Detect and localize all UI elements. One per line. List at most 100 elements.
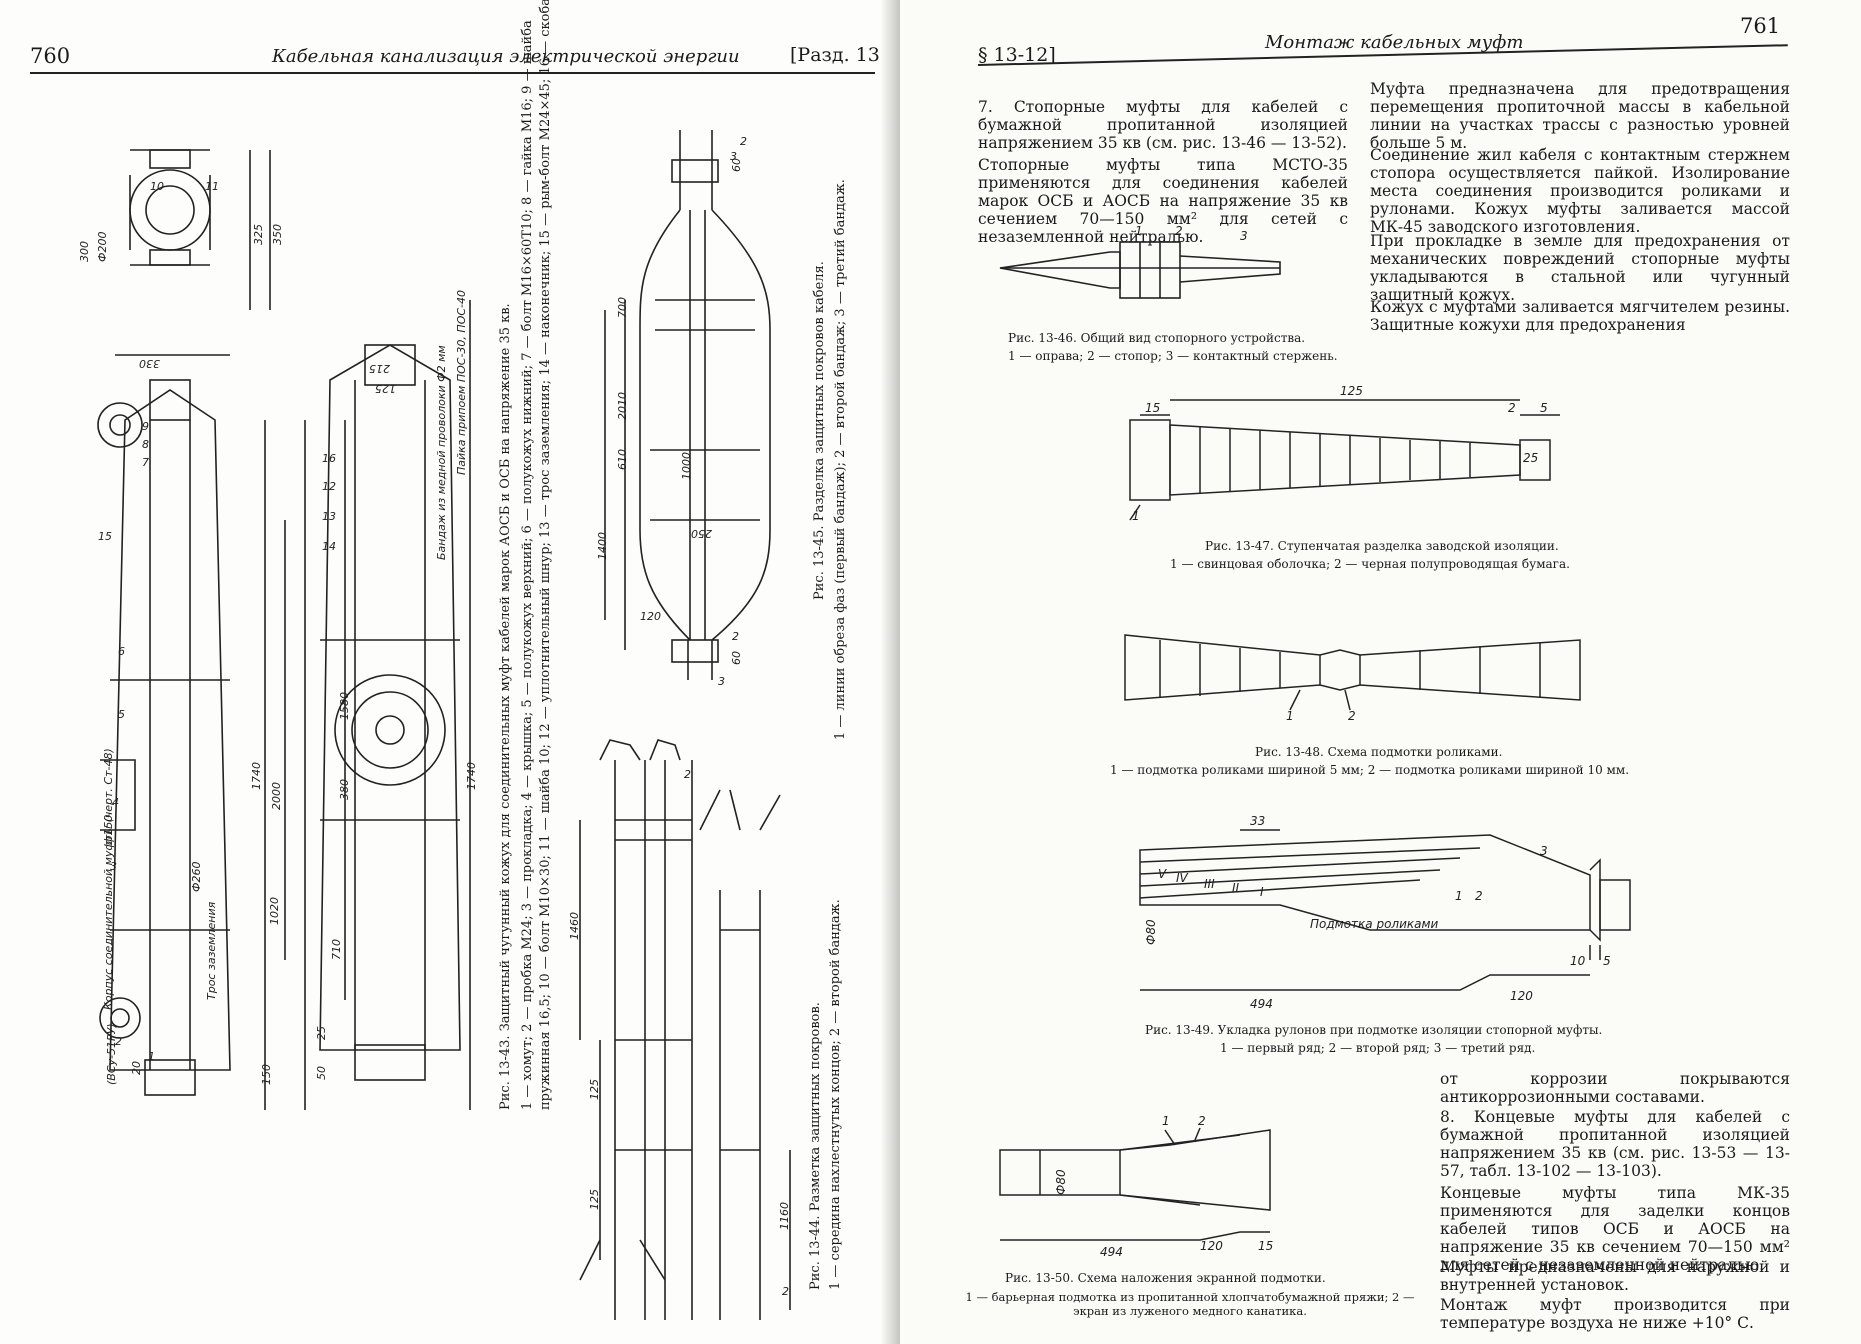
label-n1: 1 bbox=[148, 1050, 155, 1063]
right-col-para-2: Соединение жил кабеля с контактным стерж… bbox=[1370, 146, 1790, 236]
fig50-d120: 120 bbox=[1200, 1239, 1223, 1253]
figure-13-50: Ф80 494 120 15 1 2 bbox=[999, 1114, 1273, 1259]
label-n3: 3 bbox=[110, 860, 117, 873]
label-n8: 8 bbox=[142, 438, 149, 451]
fig-13-48-legend: 1 — подмотка роликами шириной 5 мм; 2 — … bbox=[1110, 763, 1630, 777]
note-tros: Трос заземления bbox=[205, 901, 218, 1000]
left-running-title: Кабельная канализация электрической энер… bbox=[272, 46, 740, 67]
note-bandazh: Бандаж из медной проволоки Ф2 мм bbox=[435, 345, 448, 560]
dim-1580: 1580 bbox=[338, 692, 351, 720]
label-n15: 15 bbox=[98, 530, 112, 543]
right-page-number: 761 bbox=[1740, 14, 1781, 38]
fig49-roman-i: I bbox=[1260, 885, 1264, 899]
dim-1000: 1000 bbox=[680, 452, 693, 480]
figure-13-47: 125 15 5 25 1 2 bbox=[1129, 384, 1560, 523]
label-n13: 13 bbox=[322, 510, 336, 523]
fig-13-48-caption: Рис. 13-48. Схема подмотки роликами. bbox=[1255, 745, 1503, 759]
fig49-d120: 120 bbox=[1510, 989, 1533, 1003]
dim-330: 330 bbox=[139, 357, 160, 370]
dim-700: 700 bbox=[616, 297, 629, 318]
right-col-para-1: Муфта предназначена для предотвращения п… bbox=[1370, 80, 1790, 152]
dim-125a: 125 bbox=[588, 1079, 601, 1100]
fig47-d5: 5 bbox=[1540, 401, 1548, 415]
fig47-n1: 1 bbox=[1132, 509, 1140, 523]
dim-125b: 125 bbox=[588, 1189, 601, 1210]
cont-para-4: Муфты предназначены для наружной и внутр… bbox=[1440, 1258, 1790, 1294]
fig46-n2: 2 bbox=[1175, 224, 1183, 238]
label-n7: 7 bbox=[142, 456, 149, 469]
left-page: 760 Кабельная канализация электрической … bbox=[0, 0, 900, 1344]
dim-2010: 2010 bbox=[616, 392, 629, 420]
cont-para-2: 8. Концевые муфты для кабелей с бумажной… bbox=[1440, 1108, 1790, 1180]
figure-13-48: 1 2 bbox=[1124, 634, 1581, 723]
dim-710: 710 bbox=[330, 939, 343, 960]
dim-1740b: 1740 bbox=[465, 762, 478, 790]
label-n16: 16 bbox=[322, 452, 336, 465]
dim-phi150: ф150 bbox=[102, 815, 115, 845]
fig47-d125: 125 bbox=[1340, 384, 1363, 398]
label-n4: 4 bbox=[112, 796, 119, 809]
fig-13-49-legend: 1 — первый ряд; 2 — второй ряд; 3 — трет… bbox=[1220, 1041, 1536, 1055]
dim-1160: 1160 bbox=[778, 1202, 791, 1230]
left-col-para-1: 7. Стопорные муфты для кабелей с бумажно… bbox=[978, 98, 1348, 152]
fig49-roman-v: V bbox=[1158, 867, 1167, 881]
fig49-roman-ii: II bbox=[1232, 881, 1240, 895]
fig50-phi80: Ф80 bbox=[1054, 1169, 1068, 1195]
fig48-n2: 2 bbox=[1348, 709, 1356, 723]
dim-120: 120 bbox=[640, 610, 661, 623]
fig-13-47-caption: Рис. 13-47. Ступенчатая разделка заводск… bbox=[1205, 539, 1559, 553]
fig46-n3: 3 bbox=[1240, 229, 1248, 243]
dim-325: 325 bbox=[252, 224, 265, 245]
fig45-n3b: 3 bbox=[718, 675, 725, 688]
left-page-number: 760 bbox=[30, 44, 71, 68]
fig49-d494: 494 bbox=[1250, 997, 1273, 1011]
fig47-d15: 15 bbox=[1145, 401, 1160, 415]
fig-13-46-legend: 1 — оправа; 2 — стопор; 3 — контактный с… bbox=[1008, 349, 1338, 363]
fig-13-46-caption: Рис. 13-46. Общий вид стопорного устройс… bbox=[1008, 331, 1306, 345]
left-col-para-2: Стопорные муфты типа МСТО-35 применяются… bbox=[978, 156, 1348, 246]
fig46-n1: 1 bbox=[1135, 224, 1143, 238]
fig50-d494: 494 bbox=[1100, 1245, 1123, 1259]
label-n2: 2 bbox=[115, 1035, 122, 1048]
left-header-rule bbox=[30, 72, 875, 74]
cont-para-1: от коррозии покрываются антикоррозионным… bbox=[1440, 1070, 1790, 1106]
fig-13-49-caption: Рис. 13-49. Укладка рулонов при подмотке… bbox=[1145, 1023, 1603, 1037]
dim-150: 150 bbox=[260, 1064, 273, 1085]
fig45-n3a: 3 bbox=[730, 150, 737, 163]
label-n14: 14 bbox=[322, 540, 336, 553]
dim-2000: 2000 bbox=[270, 782, 283, 810]
figure-13-44: 1460 125 125 1160 2 2 bbox=[568, 739, 791, 1320]
fig49-phi80: Ф80 bbox=[1144, 919, 1158, 945]
fig45-n2b: 2 bbox=[732, 630, 739, 643]
fig50-d15: 15 bbox=[1258, 1239, 1273, 1253]
dim-1400: 1400 bbox=[596, 532, 609, 560]
figure-13-43: 300 Ф200 325 350 330 215 125 1740 1740 2… bbox=[78, 149, 478, 1110]
figure-13-46: 1 2 3 bbox=[999, 224, 1281, 299]
right-running-title: Монтаж кабельных муфт bbox=[1265, 32, 1524, 53]
fig47-d25: 25 bbox=[1523, 451, 1538, 465]
dim-380: 380 bbox=[338, 779, 351, 800]
fig50-n2: 2 bbox=[1198, 1114, 1206, 1128]
note-bcy: (ВСу-51РУ) bbox=[105, 1023, 118, 1085]
dim-1740a: 1740 bbox=[250, 762, 263, 790]
dim-60a: 60 bbox=[730, 158, 743, 172]
label-n12: 12 bbox=[322, 480, 336, 493]
dim-phi260: Ф260 bbox=[190, 862, 203, 892]
fig49-note: Подмотка роликами bbox=[1310, 917, 1439, 931]
fig44-n2a: 2 bbox=[684, 768, 691, 781]
fig49-n1: 1 bbox=[1455, 889, 1463, 903]
fig48-n1: 1 bbox=[1286, 709, 1294, 723]
label-n5: 5 bbox=[118, 708, 125, 721]
dim-20: 20 bbox=[130, 1061, 143, 1075]
fig45-n2a: 2 bbox=[740, 135, 747, 148]
dim-phi200: Ф200 bbox=[96, 232, 109, 262]
left-section-ref: [Разд. 13 bbox=[790, 44, 880, 66]
dim-300: 300 bbox=[78, 241, 91, 262]
cont-para-3: Концевые муфты типа МК-35 применяются дл… bbox=[1440, 1184, 1790, 1274]
fig49-d5: 5 bbox=[1603, 954, 1611, 968]
fig49-n2: 2 bbox=[1475, 889, 1483, 903]
right-page: § 13-12] Монтаж кабельных муфт 761 7. Ст… bbox=[900, 0, 1861, 1344]
label-n10: 10 bbox=[150, 180, 164, 193]
dim-50: 50 bbox=[315, 1066, 328, 1080]
dim-215: 215 bbox=[369, 362, 390, 375]
